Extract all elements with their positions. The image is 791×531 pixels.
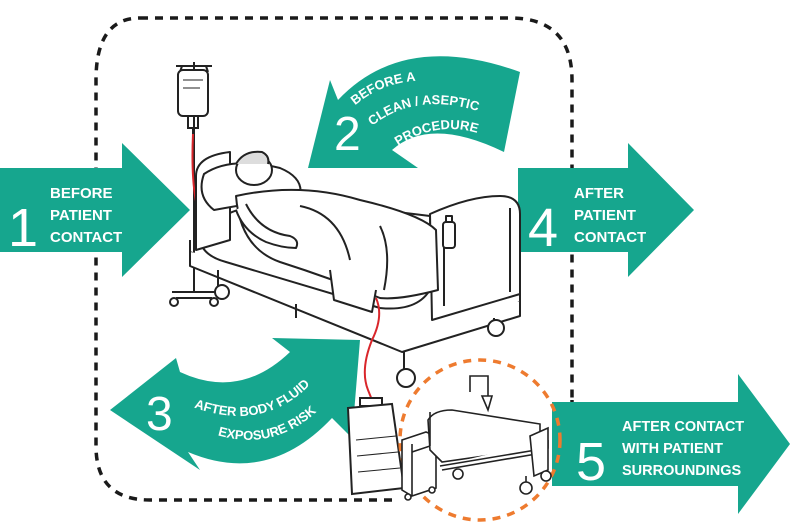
moment-5-label-line-1: AFTER CONTACT: [622, 419, 744, 435]
moment-5-number: 5: [576, 432, 606, 492]
moment-3-number: 3: [146, 388, 173, 441]
moment-1-label-line-1: BEFORE: [50, 185, 113, 202]
moment-2-number: 2: [334, 108, 361, 161]
moment-1-arrow: 1 BEFORE PATIENT CONTACT: [0, 143, 190, 277]
moment-4-label-line-3: CONTACT: [574, 229, 646, 246]
moment-3-arrow: 3 AFTER BODY FLUID EXPOSURE RISK: [110, 338, 360, 470]
moment-4-label-line-2: PATIENT: [574, 207, 636, 224]
moment-4-number: 4: [528, 198, 558, 258]
moment-1-label-line-2: PATIENT: [50, 207, 112, 224]
moment-4-label-line-1: AFTER: [574, 185, 624, 202]
moment-5-arrow: 5 AFTER CONTACT WITH PATIENT SURROUNDING…: [552, 374, 790, 514]
moment-4-arrow: 4 AFTER PATIENT CONTACT: [518, 143, 694, 277]
moment-5-label-line-2: WITH PATIENT: [622, 441, 723, 457]
moment-2-arrow: 2 BEFORE A CLEAN / ASEPTIC PROCEDURE: [308, 56, 520, 168]
moment-1-label-line-3: CONTACT: [50, 229, 122, 246]
urine-drainage-bag-icon: [348, 398, 404, 494]
moment-1-number: 1: [8, 198, 38, 258]
empty-bed-surroundings-icon: [402, 376, 551, 500]
moment-5-label-line-3: SURROUNDINGS: [622, 463, 742, 479]
